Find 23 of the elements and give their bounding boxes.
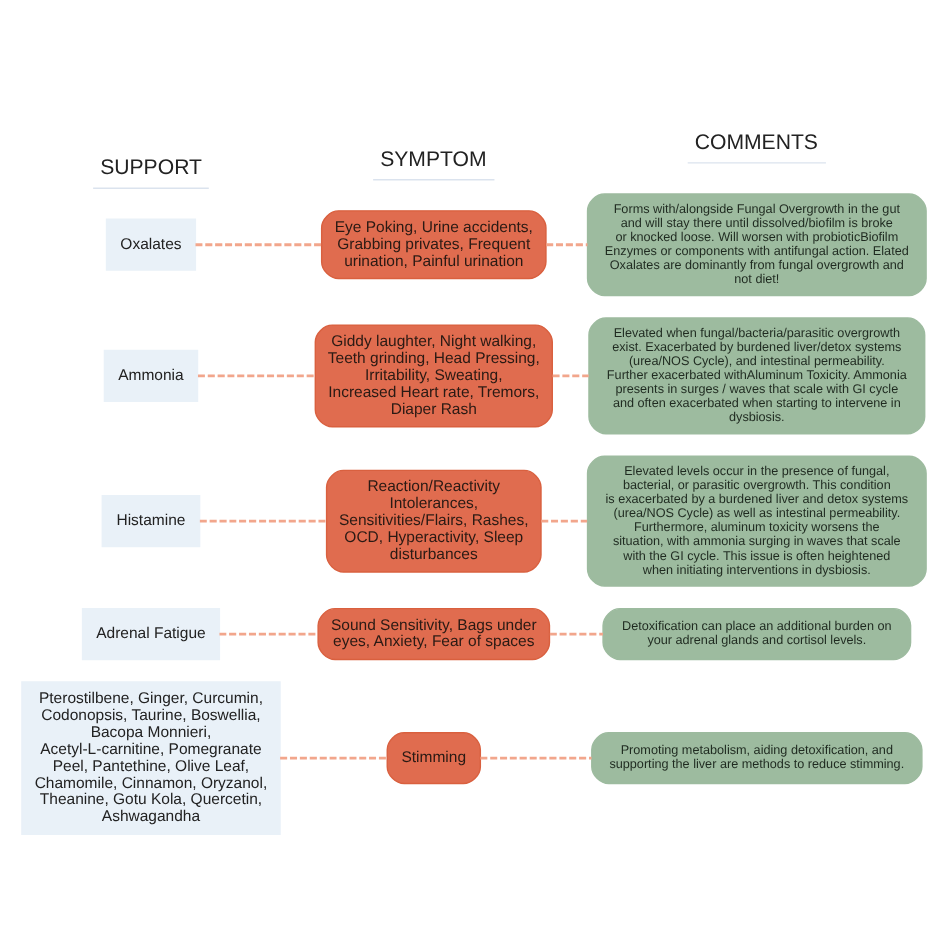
connector (280, 755, 387, 759)
node-box: Sound Sensitivity, Bags under eyes, Anxiety, Fear of spaces (317, 606, 551, 660)
node-box: Reaction/Reactivity Intolerances, Sensitivities/Flairs, Rashes, OCD, Hyperactivity, Sleep disturbances (325, 468, 542, 572)
node-box: Histamine (101, 494, 201, 547)
connector (480, 755, 592, 759)
node-box: Stimming (386, 731, 482, 784)
node-box: Eye Poking, Urine accidents, Grabbing privates, Frequent urination, Painful urination (320, 209, 547, 279)
label: SUPPORT (100, 155, 202, 180)
connector (549, 631, 603, 635)
node-box: Adrenal Fatigue (81, 606, 221, 660)
connector (219, 631, 318, 635)
node-box: Ammonia (103, 348, 199, 401)
connector (198, 373, 315, 377)
connector (552, 373, 589, 377)
label: SYMPTOM (380, 146, 487, 171)
connector (541, 518, 588, 522)
connector (199, 518, 327, 522)
connector (546, 242, 588, 246)
label: COMMENTS (694, 129, 819, 154)
node-box: Oxalates (105, 217, 197, 270)
connector (195, 242, 322, 246)
node-box: Giddy laughter, Night walking, Teeth grinding, Head Pressing, Irritability, Sweating, Increased Heart rate, Tremors, Diaper Rash (314, 323, 553, 427)
node-box: Pterostilbene, Ginger, Curcumin, Codonopsis, Taurine, Boswellia, Bacopa Monnieri, Acetyl-L-carnitine, Pomegranate Peel, Pantethine, Olive Leaf, Chamomile, Cinnamon, Oryzanol, Theanine, Gotu Kola, Quercetin, Ashwagandha (21, 680, 281, 835)
